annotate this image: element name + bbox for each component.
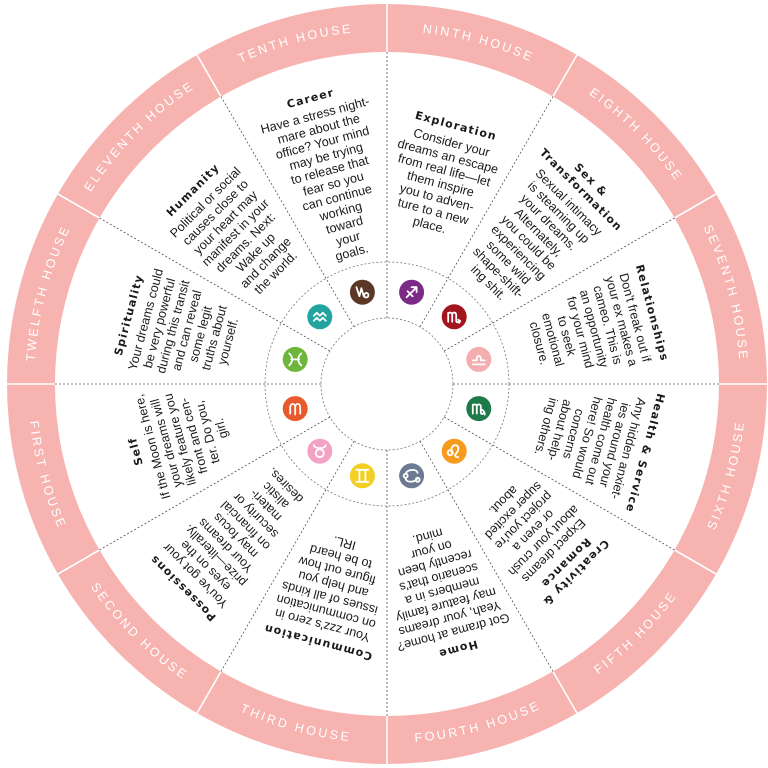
aquarius-icon <box>307 304 333 330</box>
sector-divider <box>443 217 675 352</box>
ring-divider <box>196 671 222 714</box>
zodiac-symbol <box>355 468 370 483</box>
sector-divider <box>419 440 554 672</box>
ring-divider <box>674 549 717 575</box>
capricorn-icon <box>349 279 375 305</box>
glyph-ring-outer <box>264 261 510 507</box>
ring-dividers <box>7 4 767 764</box>
zodiac-glyphs <box>282 279 492 489</box>
house-section-body-line: your <box>335 229 362 249</box>
sagittarius-icon <box>399 279 425 305</box>
sector-divider <box>419 96 554 328</box>
ring-divider <box>552 671 578 714</box>
ring-divider <box>674 193 717 219</box>
aries-icon <box>282 396 308 422</box>
virgo-icon <box>466 396 492 422</box>
scorpio-icon <box>441 304 467 330</box>
zodiac-badge <box>441 438 467 464</box>
sector-divider <box>443 416 675 551</box>
zodiac-symbol <box>405 286 418 299</box>
center-circle <box>320 317 454 451</box>
ring-divider <box>552 54 578 97</box>
zodiac-badge <box>307 438 333 464</box>
leo-icon <box>441 438 467 464</box>
zodiac-symbol <box>471 355 486 366</box>
house-section-body-line: girl. <box>212 417 231 440</box>
zodiac-symbol <box>355 286 370 299</box>
zodiac-symbol <box>402 469 421 483</box>
ring-divider <box>57 193 100 219</box>
zodiac-badge <box>466 396 492 422</box>
zodiac-symbol <box>447 311 462 324</box>
sector-dividers <box>55 52 719 716</box>
zodiac-symbol <box>446 444 460 459</box>
ring-divider <box>57 549 100 575</box>
zodiac-badge <box>307 304 333 330</box>
cancer-icon <box>399 463 425 489</box>
sector-divider <box>220 440 355 672</box>
zodiac-symbol <box>312 311 327 322</box>
zodiac-badge <box>466 346 492 372</box>
zodiac-symbol <box>471 403 486 416</box>
sector-divider <box>220 96 355 328</box>
sector-divider <box>99 217 331 352</box>
sector-divider <box>99 416 331 551</box>
house-section-body-line: IRL. <box>331 533 357 553</box>
zodiac-symbol <box>289 402 302 416</box>
gemini-icon <box>349 463 375 489</box>
zodiac-symbol <box>312 444 327 459</box>
pisces-icon <box>282 346 308 372</box>
zodiac-symbol <box>288 352 303 367</box>
libra-icon <box>466 346 492 372</box>
zodiac-badge <box>349 463 375 489</box>
ring-divider <box>196 54 222 97</box>
taurus-icon <box>307 438 333 464</box>
zodiac-badge <box>441 304 467 330</box>
